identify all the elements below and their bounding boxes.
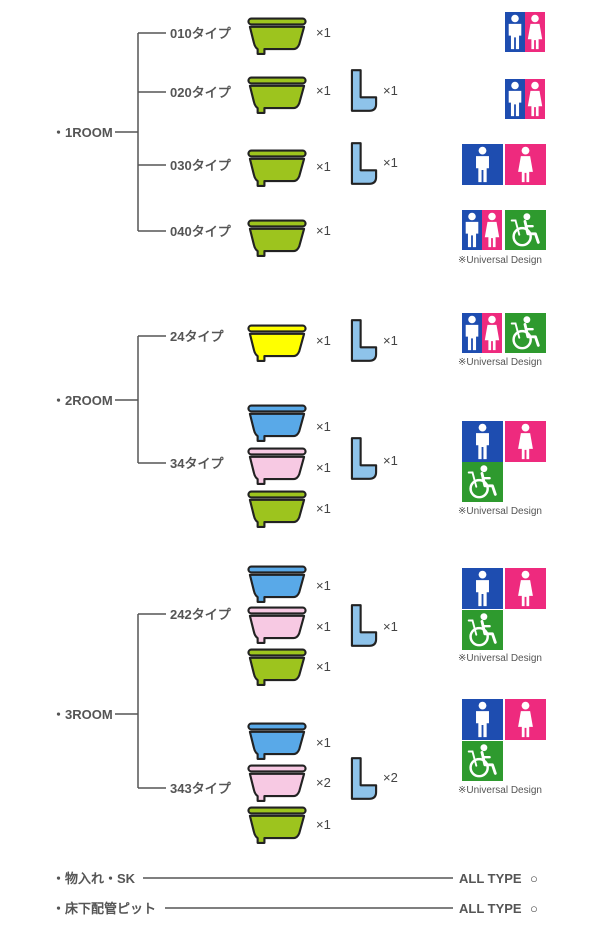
urinal-count: ×2: [383, 770, 398, 785]
sign-separate-icon: [462, 144, 546, 185]
sign-combined-icon: [462, 210, 502, 250]
universal-design-note: ※Universal Design: [458, 506, 542, 517]
toilet-count: ×1: [316, 619, 331, 634]
toilet-count: ×1: [316, 333, 331, 348]
room-2: [115, 335, 166, 464]
urinal-icon: [350, 437, 378, 480]
type-label: 242タイプ: [170, 607, 232, 622]
toilet-count: ×1: [316, 419, 331, 434]
toilet-bowl-icon: [247, 447, 307, 485]
toilet-count: ×1: [316, 83, 331, 98]
toilet-bowl-icon: [247, 565, 307, 603]
sign-combined-icon: [505, 12, 545, 52]
toilet-bowl-icon: [247, 17, 307, 55]
universal-design-note: ※Universal Design: [458, 653, 542, 664]
wheelchair-icon: [462, 462, 503, 502]
toilet-bowl-icon: [247, 324, 307, 362]
type-label: 34タイプ: [170, 456, 224, 471]
footer-value: ALL TYPE: [459, 901, 522, 916]
toilet-count: ×1: [316, 460, 331, 475]
toilet-count: ×1: [316, 735, 331, 750]
universal-design-note: ※Universal Design: [458, 255, 542, 266]
wheelchair-icon: [505, 313, 546, 353]
room-1: [115, 32, 166, 232]
toilet-count: ×1: [316, 578, 331, 593]
universal-design-note: ※Universal Design: [458, 785, 542, 796]
room-label-3: ・3ROOM: [52, 707, 113, 722]
urinal-count: ×1: [383, 83, 398, 98]
toilet-count: ×1: [316, 817, 331, 832]
room-label-1: ・1ROOM: [52, 125, 113, 140]
toilet-bowl-icon: [247, 806, 307, 844]
urinal-count: ×1: [383, 453, 398, 468]
toilet-bowl-icon: [247, 648, 307, 686]
toilet-bowl-icon: [247, 722, 307, 760]
type-label: 030タイプ: [170, 158, 232, 173]
footer-label: ・物入れ・SK: [52, 871, 136, 886]
footer-mark: ○: [530, 871, 538, 886]
toilet-bowl-icon: [247, 219, 307, 257]
toilet-bowl-icon: [247, 404, 307, 442]
wheelchair-icon: [462, 741, 503, 781]
toilet-bowl-icon: [247, 490, 307, 528]
toilet-count: ×2: [316, 775, 331, 790]
sign-separate-icon: [462, 421, 546, 462]
room-3: [115, 613, 166, 789]
toilet-count: ×1: [316, 501, 331, 516]
urinal-icon: [350, 142, 378, 185]
toilet-bowl-icon: [247, 764, 307, 802]
toilet-count: ×1: [316, 223, 331, 238]
wheelchair-icon: [505, 210, 546, 250]
toilet-bowl-icon: [247, 606, 307, 644]
toilet-count: ×1: [316, 159, 331, 174]
sign-combined-icon: [462, 313, 502, 353]
footer-value: ALL TYPE: [459, 871, 522, 886]
type-label: 040タイプ: [170, 224, 232, 239]
urinal-count: ×1: [383, 619, 398, 634]
urinal-count: ×1: [383, 155, 398, 170]
footer-label: ・床下配管ピット: [52, 901, 156, 916]
sign-separate-icon: [462, 568, 546, 609]
type-label: 010タイプ: [170, 26, 232, 41]
footer-mark: ○: [530, 901, 538, 916]
toilet-count: ×1: [316, 25, 331, 40]
type-label: 020タイプ: [170, 85, 232, 100]
toilet-bowl-icon: [247, 76, 307, 114]
toilet-bowl-icon: [247, 149, 307, 187]
wheelchair-icon: [462, 610, 503, 650]
urinal-icon: [350, 757, 378, 800]
urinal-count: ×1: [383, 333, 398, 348]
sign-combined-icon: [505, 79, 545, 119]
universal-design-note: ※Universal Design: [458, 357, 542, 368]
type-label: 24タイプ: [170, 329, 224, 344]
urinal-icon: [350, 604, 378, 647]
urinal-icon: [350, 319, 378, 362]
toilet-count: ×1: [316, 659, 331, 674]
room-label-2: ・2ROOM: [52, 393, 113, 408]
sign-separate-icon: [462, 699, 546, 740]
type-label: 343タイプ: [170, 781, 232, 796]
urinal-icon: [350, 69, 378, 112]
